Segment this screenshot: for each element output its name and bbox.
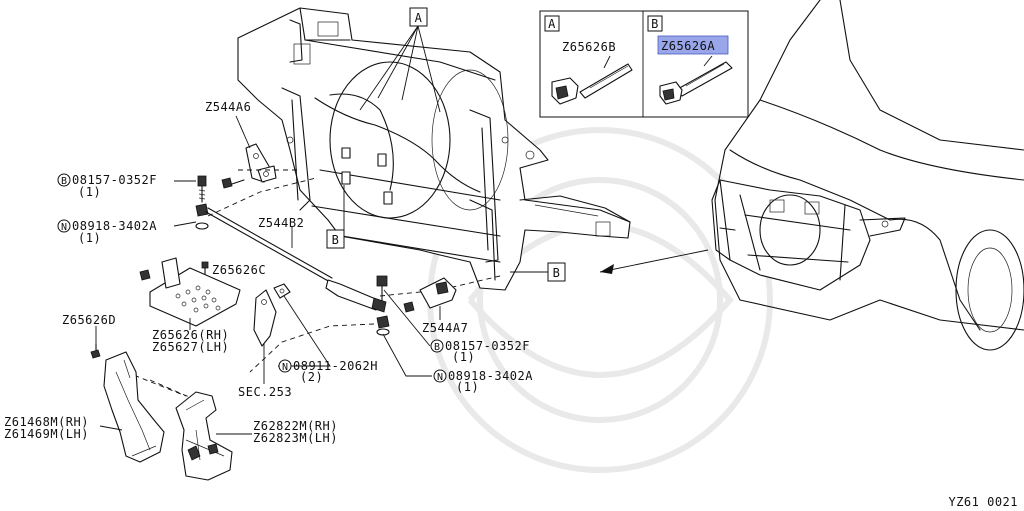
vehicle-front-view <box>711 0 1024 351</box>
label-bolt-right-prefix: B <box>434 342 440 353</box>
nut-left: N 08918-3402A (1) <box>57 203 209 245</box>
label-bolt-right-qty: (1) <box>452 350 475 364</box>
label-z62822m: Z62822M(RH) <box>253 419 338 433</box>
label-z65626-rh: Z65626(RH) <box>152 328 229 342</box>
label-z544a6: Z544A6 <box>205 100 251 114</box>
radiator-core-support <box>237 7 631 291</box>
label-nut-left-prefix: N <box>61 222 67 233</box>
plate-holes <box>175 285 221 313</box>
clip-a-icon <box>551 63 633 105</box>
deflector-z62822m: Z62822M(RH) Z62823M(LH) <box>175 391 338 481</box>
clip-z65626c: Z65626C <box>201 261 266 279</box>
legend-b-highlight <box>657 35 729 55</box>
nut-mid: N 08911-2062H (2) <box>273 283 378 384</box>
legend-a-letter: A <box>548 17 556 31</box>
bracket-z544a6: Z544A6 <box>205 100 277 183</box>
bolt-right: B 08157-0352F (1) <box>376 275 530 364</box>
diagram-code: YZ61 0021 <box>948 495 1018 509</box>
label-nut-right-qty: (1) <box>456 380 479 394</box>
callout-b-center-letter: B <box>332 233 340 247</box>
sensor-bracket-sec253: SEC.253 <box>238 289 292 399</box>
clip-b-icon <box>659 61 733 105</box>
callout-a-letter: A <box>415 11 423 25</box>
sensor-plate: Z65626(RH) Z65627(LH) <box>139 257 241 354</box>
label-z544a7: Z544A7 <box>422 321 468 335</box>
label-bolt-right: 08157-0352F <box>445 339 530 353</box>
pointer-arrow <box>599 249 709 274</box>
label-nut-right: 08918-3402A <box>448 369 533 383</box>
label-nut-mid-qty: (2) <box>300 370 323 384</box>
label-z61469m: Z61469M(LH) <box>4 427 89 441</box>
link-rod-z544b2: Z544B2 <box>205 207 387 313</box>
label-z62823m: Z62823M(LH) <box>253 431 338 445</box>
label-bolt-left-qty: (1) <box>78 185 101 199</box>
label-bolt-left-prefix: B <box>61 176 67 187</box>
label-z65627-lh: Z65627(LH) <box>152 340 229 354</box>
callout-b-right-letter: B <box>553 266 561 280</box>
clip-z65626d: Z65626D <box>62 313 116 359</box>
label-nut-left: 08918-3402A <box>72 219 157 233</box>
clip-legend: A B Z65626B Z65626A <box>539 10 749 118</box>
label-nut-mid-prefix: N <box>282 362 288 373</box>
label-nut-left-qty: (1) <box>78 231 101 245</box>
label-z61468m: Z61468M(RH) <box>4 415 89 429</box>
label-z65626d: Z65626D <box>62 313 116 327</box>
nut-right: N 08918-3402A (1) <box>376 315 533 394</box>
legend-b-letter: B <box>651 17 659 31</box>
bolt-left: B 08157-0352F (1) <box>57 173 245 203</box>
callout-b-center: B <box>326 185 345 249</box>
label-sec253: SEC.253 <box>238 385 292 399</box>
bracket-z544a7: Z544A7 <box>419 277 468 335</box>
callout-a: A <box>359 7 441 113</box>
legend-b-part-number: Z65626A <box>661 39 715 53</box>
label-nut-mid: 08911-2062H <box>293 359 378 373</box>
label-nut-right-prefix: N <box>437 372 443 383</box>
callout-b-right: B <box>510 262 566 282</box>
legend-a-part-number: Z65626B <box>562 40 616 54</box>
deflector-z61468m: Z61468M(RH) Z61469M(LH) <box>4 351 165 463</box>
label-z65626c: Z65626C <box>212 263 266 277</box>
label-z544b2: Z544B2 <box>258 216 304 230</box>
label-bolt-left: 08157-0352F <box>72 173 157 187</box>
